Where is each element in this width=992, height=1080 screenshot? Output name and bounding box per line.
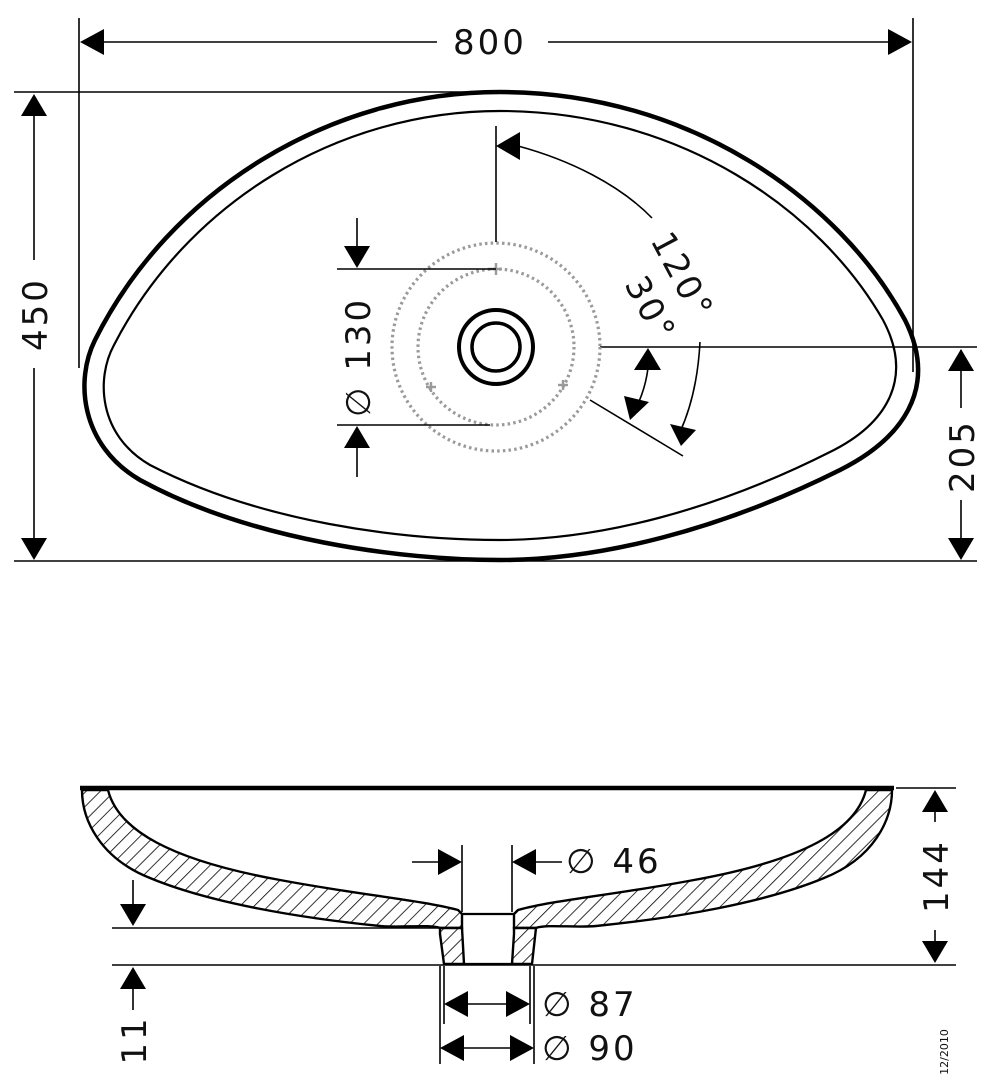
arrow-down-icon [344, 246, 370, 268]
arrow-up-icon [922, 790, 948, 812]
arrow-left-icon [444, 991, 468, 1017]
arrow-up-icon [344, 426, 370, 448]
base-dimension-label: 11 [115, 1015, 155, 1064]
arrow-up-icon [21, 94, 47, 116]
drain-outer-ring [457, 308, 535, 386]
angle-line-30 [589, 399, 684, 457]
side-view: 144 11 ∅ 46 ∅ 87 [80, 785, 957, 1069]
drain-inner-dimension-label: ∅ 46 [566, 842, 662, 882]
height-dimension: 144 [917, 790, 957, 963]
basin-outer-outline [82, 89, 921, 563]
foot-inner-dimension: ∅ 87 [444, 985, 638, 1025]
angle-arc-120-lower [679, 341, 701, 433]
arrow-left-icon [512, 849, 536, 875]
arrow-left-icon [80, 29, 104, 55]
offset-dimension: 205 [943, 349, 983, 560]
arrow-up-icon [120, 967, 146, 989]
arrow-right-icon [506, 991, 530, 1017]
drain-inner-ring [470, 321, 522, 373]
right-wall-section [512, 788, 894, 930]
angle-arrow-30-bottom-icon [624, 396, 649, 420]
drain-neck-left [438, 926, 466, 966]
foot-outer-dimension: ∅ 90 [440, 1029, 638, 1069]
arrow-right-icon [888, 29, 912, 55]
base-dimension: 11 [115, 880, 155, 1065]
width-dimension: 800 [80, 23, 912, 63]
height-dimension-label: 144 [917, 839, 957, 913]
tap-hole-inner-circle [416, 267, 576, 427]
angle-arrow-bottom-icon [670, 424, 696, 446]
angle-arrow-top-icon [496, 132, 520, 160]
top-view: 800 450 205 [14, 18, 983, 563]
drain-neck-right [510, 926, 538, 966]
angle-arc-120 [517, 145, 653, 219]
depth-dimension: 450 [16, 94, 56, 560]
arrow-right-icon [438, 849, 462, 875]
arrow-down-icon [120, 904, 146, 926]
arrow-down-icon [922, 941, 948, 963]
drawing-id: 12/2010 [938, 1029, 951, 1075]
basin-inner-outline [102, 109, 898, 542]
drain-inner-dimension: ∅ 46 [412, 842, 662, 882]
left-wall-section [80, 788, 464, 930]
arrow-down-icon [21, 538, 47, 560]
arrow-down-icon [948, 538, 974, 560]
arrow-up-icon [948, 349, 974, 371]
tap-hole-outer-circle [390, 241, 602, 453]
width-dimension-label: 800 [453, 23, 527, 63]
arrow-right-icon [510, 1035, 534, 1061]
foot-inner-dimension-label: ∅ 87 [542, 985, 638, 1025]
offset-dimension-label: 205 [943, 419, 983, 493]
depth-dimension-label: 450 [16, 277, 56, 351]
foot-outer-dimension-label: ∅ 90 [542, 1029, 638, 1069]
arrow-left-icon [440, 1035, 464, 1061]
hole-circle-dimension: ∅ 130 [337, 218, 496, 477]
hole-circle-dimension-label: ∅ 130 [339, 297, 379, 417]
angle-arrow-30-top-icon [634, 348, 661, 370]
